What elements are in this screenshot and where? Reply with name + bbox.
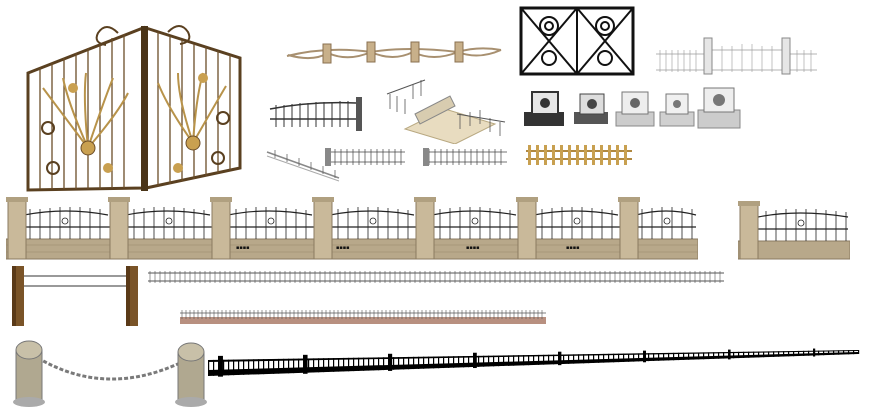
single-wall-fence-section xyxy=(738,201,850,261)
svg-text:▪▪▪▪: ▪▪▪▪ xyxy=(336,245,350,251)
small-spear-fence-panel xyxy=(266,97,364,133)
stone-pillar-blocks xyxy=(522,86,744,130)
scroll-iron-panel xyxy=(519,6,635,76)
wooden-picket-fence xyxy=(524,143,636,167)
angled-fence-strip xyxy=(265,146,343,182)
ornate-iron-gate xyxy=(18,18,246,193)
stair-fence-3d xyxy=(385,74,513,144)
thin-rail-strip xyxy=(148,268,726,286)
wooden-post-rail xyxy=(8,264,142,328)
brick-base-railing xyxy=(180,309,546,325)
rope-post-barrier xyxy=(283,40,505,66)
stone-bollards-chain xyxy=(6,338,218,410)
svg-text:▪▪▪▪: ▪▪▪▪ xyxy=(236,245,250,251)
short-fence-panels xyxy=(323,146,509,168)
black-perspective-fence xyxy=(208,348,860,378)
svg-text:▪▪▪▪: ▪▪▪▪ xyxy=(466,245,480,251)
svg-text:▪▪▪▪: ▪▪▪▪ xyxy=(566,245,580,251)
white-railing-gate xyxy=(652,34,820,76)
long-brick-wall-fence: ▪▪▪▪ ▪▪▪▪ ▪▪▪▪ ▪▪▪▪ xyxy=(6,197,698,261)
